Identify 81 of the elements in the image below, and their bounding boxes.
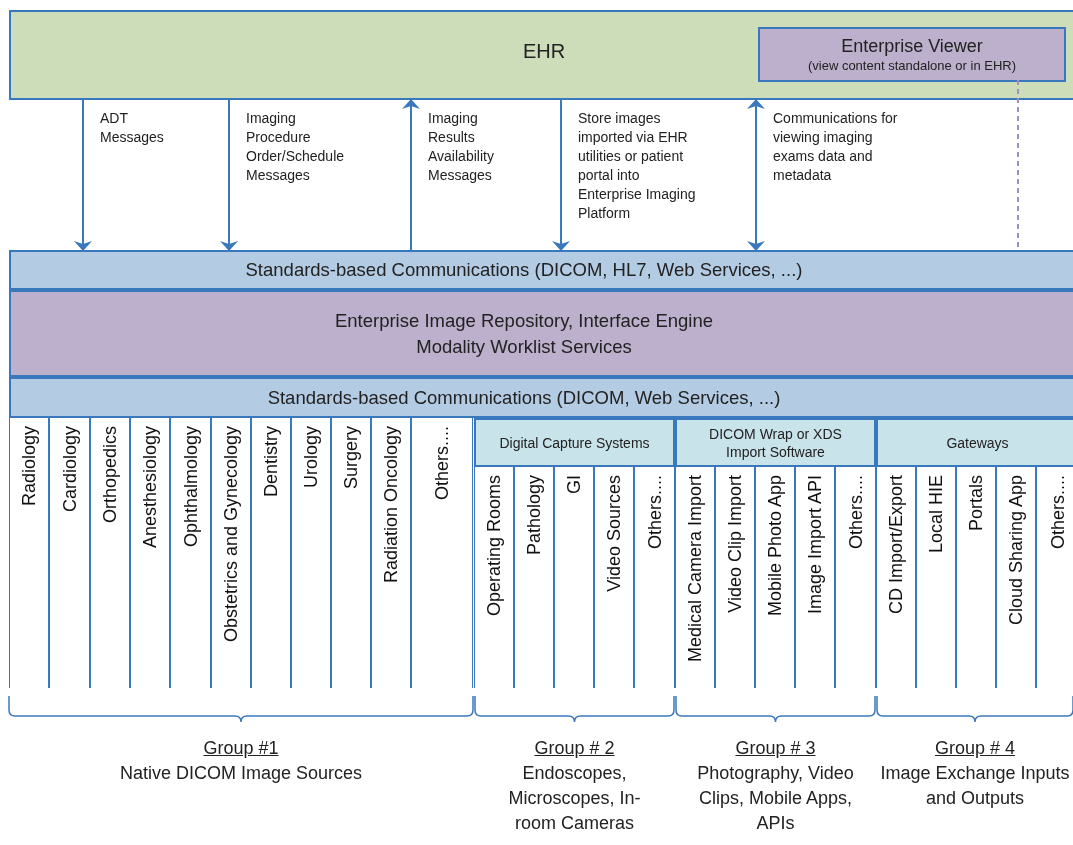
column-label: Radiation Oncology	[382, 426, 400, 584]
column-label: Local HIE	[927, 475, 945, 554]
header-label: Gateways	[946, 433, 1009, 452]
header-label: Digital Capture Systems	[499, 433, 650, 452]
source-column	[371, 418, 411, 688]
column-label: Anesthesiology	[141, 426, 159, 549]
column-label: Others....	[846, 475, 865, 550]
header-label: DICOM Wrap or XDS Import Software	[708, 424, 843, 461]
column-label: Urology	[302, 426, 320, 489]
column-label: Pathology	[525, 475, 543, 556]
column-label: Obstetrics and Gynecology	[222, 426, 240, 643]
column-label: Medical Camera Import	[686, 475, 704, 663]
source-column	[514, 467, 554, 688]
viewer-box	[758, 27, 1066, 82]
source-column	[996, 467, 1036, 688]
column-label: Others....	[645, 475, 664, 550]
group-title: Group # 3	[735, 737, 816, 760]
source-column	[130, 418, 170, 688]
source-column	[675, 467, 715, 688]
column-label: Others....	[1048, 475, 1067, 550]
repository-band	[9, 290, 1073, 377]
edge-label: Communications for viewing imaging exams data and metadata	[773, 109, 899, 185]
column-label: Orthopedics	[101, 426, 119, 524]
source-column	[916, 467, 956, 688]
column-label: CD Import/Export	[887, 475, 905, 615]
column-label: GI	[565, 475, 583, 494]
source-column	[411, 418, 473, 688]
source-column	[49, 418, 90, 688]
source-column	[211, 418, 251, 688]
source-column	[715, 467, 755, 688]
box-title: EHR	[522, 39, 566, 64]
column-label: Surgery	[342, 426, 360, 490]
column-label: Image Import API	[806, 475, 824, 615]
box-subtitle: (view content standalone or in EHR)	[807, 57, 1017, 74]
band-label: Standards-based Communications (DICOM, Web Services, ...)	[267, 385, 782, 410]
group-title: Group # 2	[534, 737, 615, 760]
group-description: Photography, Video Clips, Mobile Apps, APIs	[696, 762, 855, 835]
group-title: Group #1	[203, 737, 279, 760]
source-column	[170, 418, 211, 688]
source-column	[90, 418, 130, 688]
group-description: Endoscopes, Microscopes, In-room Cameras	[507, 762, 642, 835]
group-description: Native DICOM Image Sources	[119, 762, 363, 785]
source-column	[554, 467, 594, 688]
source-column	[795, 467, 835, 688]
group-header	[876, 418, 1073, 467]
column-label: Others....	[433, 426, 451, 501]
column-label: Dentistry	[262, 426, 280, 497]
source-column	[291, 418, 331, 688]
edge-label: Store images imported via EHR utilities or patient portal into Enterprise Imaging Platform	[578, 109, 697, 223]
band-label: Enterprise Image Repository, Interface Engine Modality Worklist Services	[333, 308, 715, 359]
source-column	[9, 418, 49, 688]
source-column	[835, 467, 876, 688]
source-column	[876, 467, 916, 688]
source-column	[755, 467, 795, 688]
group-description: Image Exchange Inputs and Outputs	[879, 762, 1071, 810]
group-title: Group # 4	[934, 737, 1016, 760]
column-label: Radiology	[20, 426, 38, 507]
group-header	[474, 418, 675, 467]
source-column	[594, 467, 634, 688]
group-header	[675, 418, 876, 467]
column-label: Video Clip Import	[726, 475, 744, 613]
column-label: Cardiology	[60, 426, 79, 513]
box-title: Enterprise Viewer	[841, 35, 983, 58]
column-label: Operating Rooms	[485, 475, 503, 617]
source-column	[956, 467, 996, 688]
source-column	[331, 418, 371, 688]
source-column	[474, 467, 514, 688]
edge-label: ADT Messages	[100, 109, 165, 147]
column-label: Ophthalmology	[181, 426, 200, 548]
ehr-box	[9, 10, 1073, 100]
communications-bar	[9, 250, 1073, 290]
column-label: Portals	[967, 475, 985, 532]
column-label: Cloud Sharing App	[1007, 475, 1025, 626]
band-label: Standards-based Communications (DICOM, HL7, Web Services, ...)	[245, 258, 804, 282]
source-column	[634, 467, 675, 688]
edge-label: Imaging Procedure Order/Schedule Messages	[246, 109, 346, 185]
column-label: Video Sources	[605, 475, 623, 592]
source-column	[251, 418, 291, 688]
edge-label: Imaging Results Availability Messages	[428, 109, 495, 185]
communications-bar	[9, 377, 1073, 418]
column-label: Mobile Photo App	[766, 475, 784, 617]
